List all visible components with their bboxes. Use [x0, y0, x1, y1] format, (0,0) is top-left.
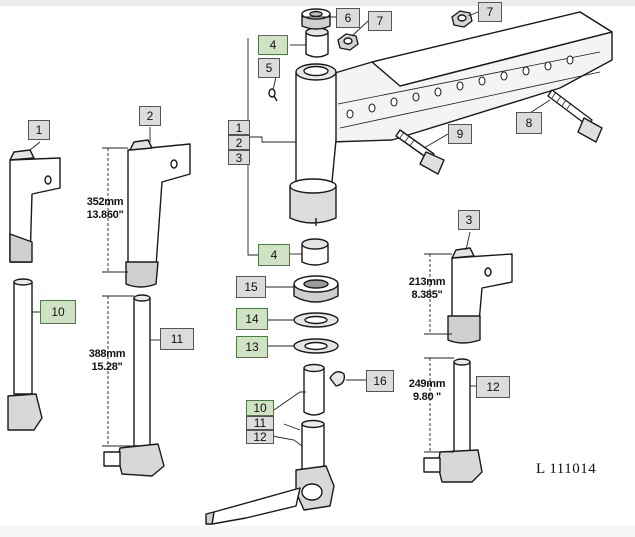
callout-9: 9: [448, 124, 472, 144]
callout-4-top: 4: [258, 35, 288, 55]
bushing-lower: [301, 238, 329, 266]
callout-5: 5: [258, 58, 280, 78]
lock-pin: [268, 88, 278, 102]
washer-upper: [293, 312, 339, 328]
callout-2-stack: 2: [228, 135, 250, 150]
beam-end-2-view: [125, 139, 191, 288]
callout-3-right: 3: [458, 210, 480, 230]
callout-12-stack: 12: [246, 430, 274, 444]
callout-2: 2: [139, 106, 161, 126]
cap: [301, 8, 331, 30]
washer-lower: [293, 338, 339, 354]
dimension-388-in: 15.28": [91, 361, 123, 373]
dimension-352-mm: 352mm: [86, 196, 124, 208]
spindle-12-view: [423, 358, 483, 483]
bolt-long: [547, 89, 603, 143]
callout-7-left: 7: [368, 11, 392, 31]
spindle-shaft-upper: [303, 363, 325, 416]
dimension-249-in: 9.80 ": [413, 391, 441, 403]
dimension-388-mm: 388mm: [88, 348, 126, 360]
nut-right: [451, 10, 473, 28]
callout-10-stack: 10: [246, 400, 274, 416]
callout-16: 16: [366, 370, 394, 392]
callout-7-right: 7: [478, 2, 502, 22]
bottom-frame-strip: [0, 526, 635, 537]
bolt-short: [395, 129, 445, 175]
callout-1-stack: 1: [228, 120, 250, 135]
dimension-249-mm: 249mm: [408, 378, 446, 390]
nut-left: [337, 33, 359, 51]
callout-10-left: 10: [40, 300, 76, 324]
callout-15: 15: [236, 276, 266, 298]
callout-11-stack: 11: [246, 416, 274, 430]
thrust-bearing: [293, 275, 339, 303]
callout-8: 8: [516, 112, 542, 134]
spindle-assembly: [205, 419, 335, 525]
dimension-388: 388mm 15.28": [78, 348, 136, 374]
dimension-213-in: 8.385": [411, 289, 443, 301]
callout-13: 13: [236, 336, 268, 358]
beam-end-1-view: [9, 149, 61, 263]
callout-6: 6: [336, 8, 360, 28]
callout-4-lower: 4: [258, 244, 290, 266]
top-frame-strip: [0, 0, 635, 6]
callout-1: 1: [28, 120, 50, 140]
beam-end-3-view: [447, 247, 513, 344]
dimension-352-in: 13.860": [86, 209, 124, 221]
knuckle-housing: [289, 63, 337, 226]
callout-11-left: 11: [160, 328, 194, 350]
dimension-352: 352mm 13.860": [76, 196, 134, 222]
spindle-11-view: [103, 294, 165, 477]
spindle-10-view: [7, 278, 43, 431]
figure-reference-code: L 111014: [536, 461, 597, 477]
axle-beam: [317, 11, 613, 143]
woodruff-key: [329, 371, 346, 387]
callout-14: 14: [236, 308, 268, 330]
dimension-213: 213mm 8.385": [398, 276, 456, 302]
callout-12-right: 12: [476, 376, 510, 398]
dimension-249: 249mm 9.80 ": [398, 378, 456, 404]
bushing-top: [305, 27, 329, 58]
callout-3-stack: 3: [228, 150, 250, 165]
dimension-213-mm: 213mm: [408, 276, 446, 288]
